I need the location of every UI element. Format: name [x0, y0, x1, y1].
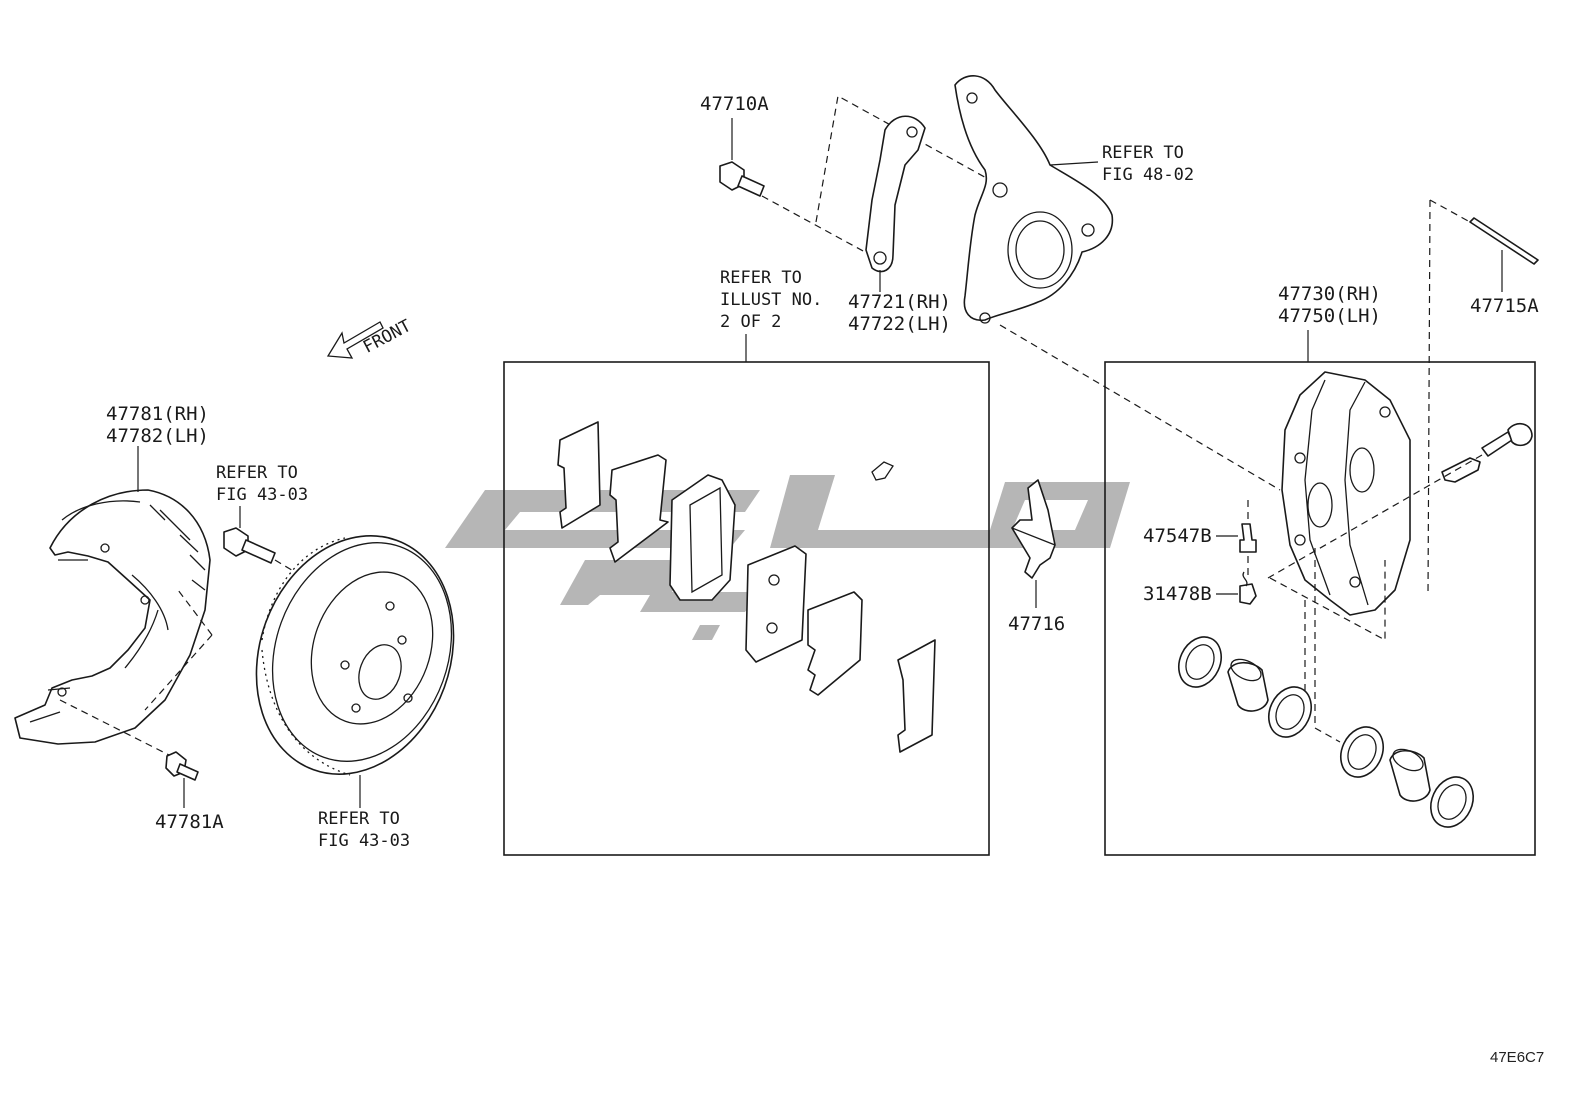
label-caliper-rh: 47730(RH)	[1278, 283, 1381, 305]
caliper-bracket	[865, 115, 926, 273]
shield-dash-lines	[59, 589, 213, 759]
label-bracket-rh: 47721(RH)	[848, 291, 951, 313]
disc-ref-line1: REFER TO	[318, 809, 400, 829]
caliper-dash-lines	[1267, 454, 1483, 743]
pad-ref-line1: REFER TO	[720, 268, 802, 288]
pad-kit-parts	[557, 421, 936, 753]
bleeder-cap-icon	[1239, 571, 1257, 605]
caliper-bolt-icon	[1481, 423, 1533, 457]
pad-pin-icon	[1469, 217, 1539, 265]
label-bleeder-cap: 31478B	[1143, 583, 1212, 605]
bleeder-screw-icon	[1239, 523, 1257, 553]
label-spring: 47716	[1008, 613, 1065, 635]
knuckle-ref-line2: FIG 48-02	[1102, 165, 1194, 185]
dust-shield	[14, 489, 211, 745]
pad-clip-icon	[1441, 457, 1481, 483]
figure-code: 47E6C7	[1490, 1049, 1544, 1066]
hub-bolt-ref-line2: FIG 43-03	[216, 485, 308, 505]
pad-kit-box	[503, 361, 990, 856]
pad-ref-line2: ILLUST NO.	[720, 290, 822, 310]
anti-rattle-spring-icon	[1011, 479, 1056, 579]
label-bleeder: 47547B	[1143, 525, 1212, 547]
knuckle-dash-line	[999, 324, 1281, 491]
piston-seals	[1178, 636, 1474, 828]
front-arrow-icon: FRONT	[326, 316, 415, 359]
leader-knuckle	[1049, 161, 1099, 166]
label-caliper-lh: 47750(LH)	[1278, 305, 1381, 327]
bracket-dash-lines	[761, 95, 991, 253]
brake-disc	[255, 535, 455, 776]
front-label: FRONT	[360, 316, 415, 358]
bracket-bolt-icon	[719, 161, 765, 197]
pad-ref-line3: 2 OF 2	[720, 312, 781, 332]
caliper-box	[1104, 361, 1536, 856]
label-shield-bolt: 47781A	[155, 811, 224, 833]
label-shield-rh: 47781(RH)	[106, 403, 209, 425]
shield-bolt-icon	[165, 751, 199, 781]
knuckle-ref-line1: REFER TO	[1102, 143, 1184, 163]
brake-caliper	[1281, 371, 1411, 616]
label-bracket-lh: 47722(LH)	[848, 313, 951, 335]
label-shield-lh: 47782(LH)	[106, 425, 209, 447]
label-pin: 47715A	[1470, 295, 1539, 317]
steering-knuckle	[954, 75, 1114, 324]
label-bolt-47710a: 47710A	[700, 93, 769, 115]
pin-dash-lines	[1427, 199, 1471, 596]
hub-bolt-ref-line1: REFER TO	[216, 463, 298, 483]
hub-bolt-icon	[223, 527, 276, 564]
disc-ref-line2: FIG 43-03	[318, 831, 410, 851]
